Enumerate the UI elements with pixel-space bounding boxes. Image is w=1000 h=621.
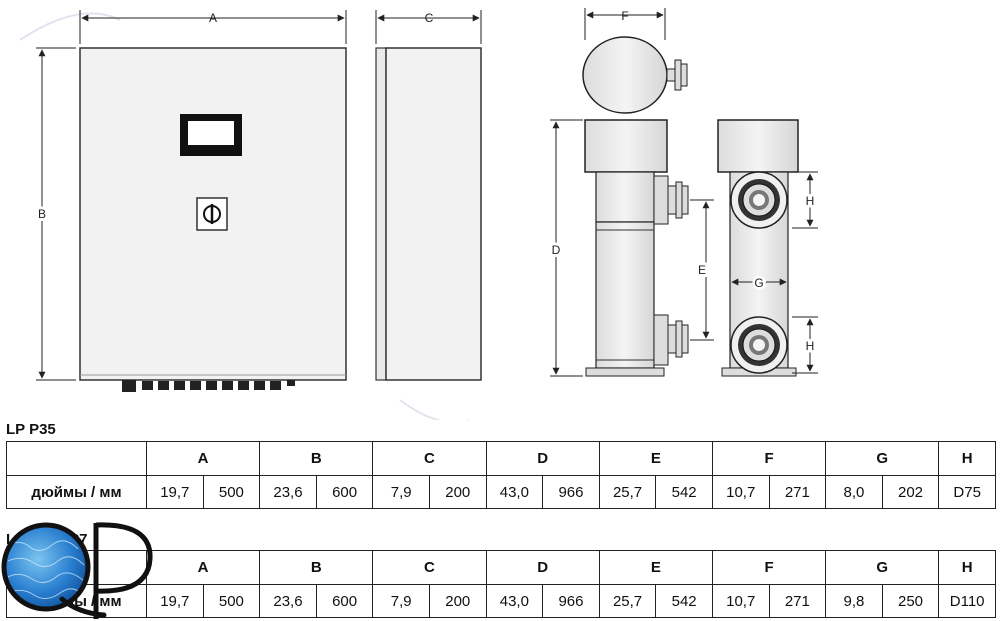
row-label: дюймы / мм <box>6 475 147 509</box>
value-cell: 271 <box>768 584 827 618</box>
value-cell: 966 <box>542 584 600 618</box>
header-b: B <box>259 550 374 585</box>
value-cell: 200 <box>428 475 487 509</box>
header-h: H <box>938 550 996 585</box>
value-cell: 7,9 <box>372 584 430 618</box>
header-empty <box>6 441 147 476</box>
header-g: G <box>825 441 940 476</box>
header-a: A <box>145 441 261 476</box>
lower-port <box>730 316 788 374</box>
table-header-row: A B C D E F G H <box>6 441 996 476</box>
value-cell: 8,0 <box>825 475 883 509</box>
cabinet-front-view <box>79 47 347 392</box>
dim-label-g: G <box>754 276 763 290</box>
value-cell: 542 <box>655 475 713 509</box>
header-f: F <box>711 550 827 585</box>
header-d: D <box>485 441 600 476</box>
value-cell: 600 <box>315 475 374 509</box>
chamber-side-view <box>584 119 689 377</box>
value-cell: 19,7 <box>146 584 204 618</box>
dimension-c: C <box>375 10 482 44</box>
value-cell: D75 <box>938 475 996 509</box>
value-cell: 23,6 <box>259 584 317 618</box>
value-cell: 271 <box>768 475 827 509</box>
upper-port <box>730 171 788 229</box>
value-cell: 600 <box>315 584 374 618</box>
value-cell: 10,7 <box>711 584 770 618</box>
header-f: F <box>711 441 827 476</box>
value-cell: 250 <box>881 584 940 618</box>
value-cell: D110 <box>938 584 996 618</box>
value-cell: 43,0 <box>485 584 544 618</box>
value-cell: 23,6 <box>259 475 317 509</box>
header-d: D <box>485 550 600 585</box>
dim-label-f: F <box>621 9 628 23</box>
value-cell: 542 <box>655 584 713 618</box>
value-cell: 25,7 <box>598 475 657 509</box>
dimension-e: E <box>690 199 714 341</box>
dim-label-c: C <box>425 11 434 25</box>
dim-label-h-bottom: H <box>806 339 815 353</box>
dimension-b: B <box>35 47 76 381</box>
dimension-a: A <box>79 10 347 44</box>
header-a: A <box>145 550 261 585</box>
value-cell: 966 <box>542 475 600 509</box>
dimension-d: D <box>549 119 583 377</box>
dimension-f: F <box>584 8 666 40</box>
header-c: C <box>372 441 487 476</box>
value-cell: 500 <box>202 475 261 509</box>
value-cell: 43,0 <box>485 475 544 509</box>
dimension-h-bottom: H <box>792 316 818 374</box>
dim-label-a: A <box>209 11 217 25</box>
dimensions-table-1: A B C D E F G H дюймы / мм 19,7 500 23,6… <box>6 441 996 509</box>
value-cell: 19,7 <box>146 475 204 509</box>
dim-label-b: B <box>38 207 46 221</box>
value-cell: 7,9 <box>372 475 430 509</box>
technical-drawing: A B C F <box>19 8 818 420</box>
header-b: B <box>259 441 374 476</box>
chamber-top-view <box>582 36 688 114</box>
table1-title: LP P35 <box>6 421 56 438</box>
value-cell: 9,8 <box>825 584 883 618</box>
value-cell: 25,7 <box>598 584 657 618</box>
dimension-h-top: H <box>792 171 818 229</box>
cabinet-side-view <box>375 47 482 381</box>
value-cell: 10,7 <box>711 475 770 509</box>
chamber-front-view <box>717 119 799 377</box>
header-c: C <box>372 550 487 585</box>
header-e: E <box>598 441 713 476</box>
header-e: E <box>598 550 713 585</box>
dimension-g: G <box>729 270 789 300</box>
value-cell: 200 <box>428 584 487 618</box>
header-g: G <box>825 550 940 585</box>
dim-label-h-top: H <box>806 194 815 208</box>
header-h: H <box>938 441 996 476</box>
value-cell: 202 <box>881 475 940 509</box>
dim-label-d: D <box>552 243 561 257</box>
qp-logo <box>1 522 153 619</box>
dim-label-e: E <box>698 263 706 277</box>
table-value-row: дюймы / мм 19,7 500 23,6 600 7,9 200 43,… <box>6 475 996 509</box>
value-cell: 500 <box>202 584 261 618</box>
